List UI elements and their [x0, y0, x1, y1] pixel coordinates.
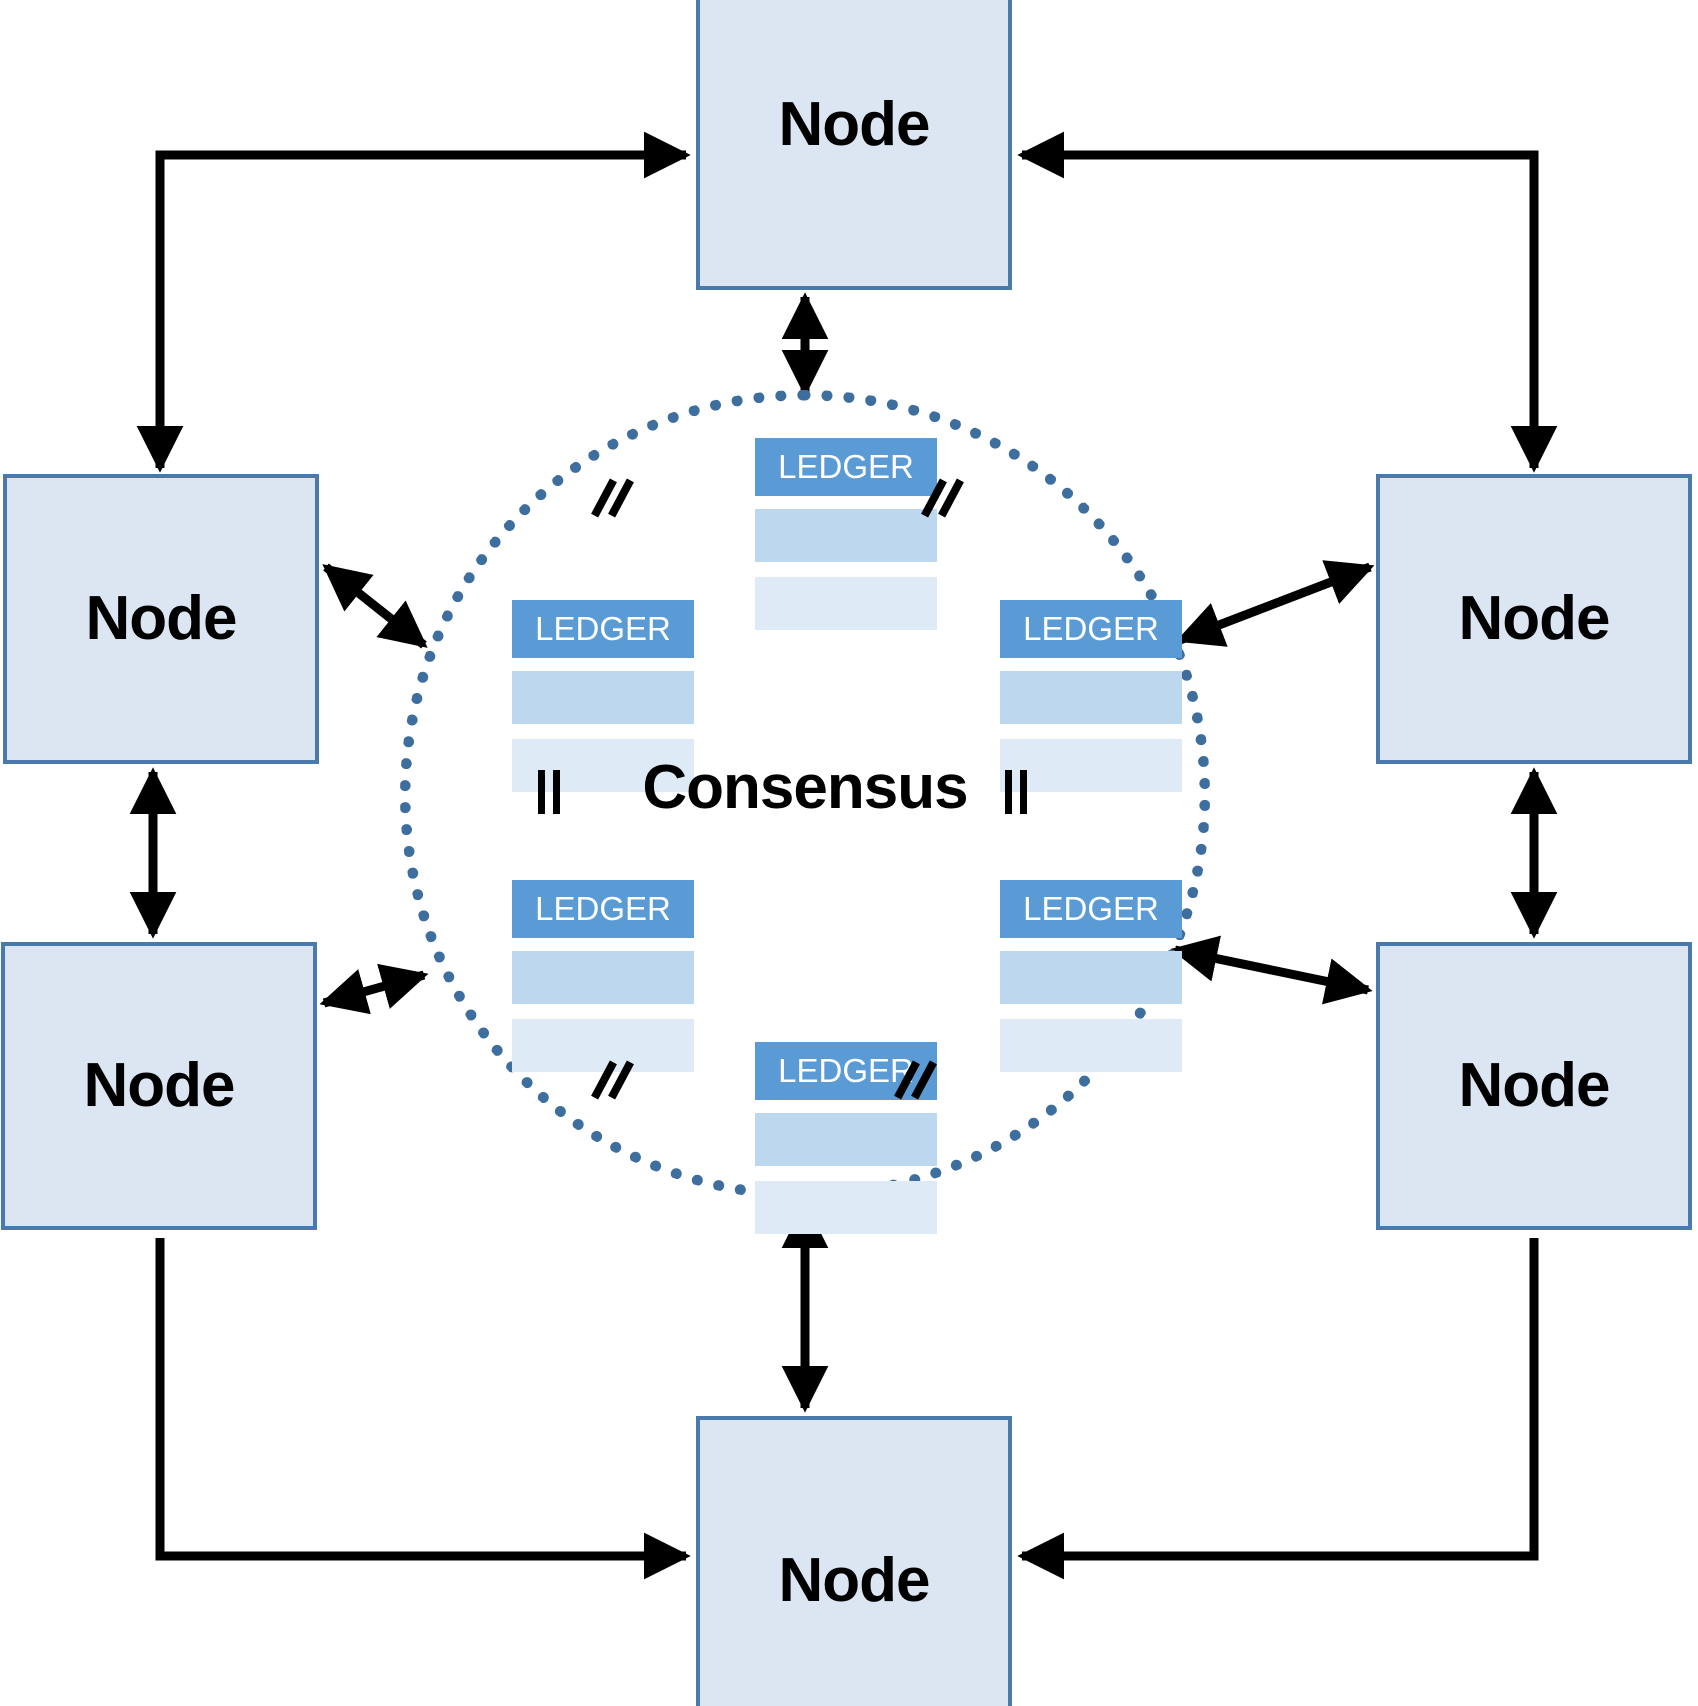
consensus-label: Consensus	[642, 753, 968, 822]
arrow-right-upper-to-consensus	[1175, 560, 1375, 647]
arrow-right-lower-to-bottom	[1017, 1238, 1539, 1580]
ledger-card-lower-left[interactable]: LEDGER	[512, 880, 694, 1072]
node-label: Node	[85, 584, 238, 653]
equals-mark-icon-top-right	[921, 478, 970, 518]
node-label: Node	[778, 1546, 931, 1615]
ledger-row-low	[1000, 739, 1182, 792]
ledger-row-mid	[755, 1113, 937, 1166]
node-box-bottom[interactable]: Node	[696, 1416, 1012, 1706]
ledger-header: LEDGER	[755, 438, 937, 496]
ledger-row-low	[1000, 1019, 1182, 1072]
arrow-left-upper-to-top	[136, 131, 691, 473]
equals-mark-icon-middle-right	[1005, 770, 1045, 814]
arrow-right-lower-to-consensus	[1170, 935, 1373, 1005]
ledger-row-mid	[512, 951, 694, 1004]
ledger-row-low	[755, 1181, 937, 1234]
ledger-row-mid	[1000, 951, 1182, 1004]
node-box-top[interactable]: Node	[696, 0, 1012, 290]
ledger-row-mid	[512, 671, 694, 724]
node-box-left-lower[interactable]: Node	[1, 942, 317, 1230]
node-box-right-lower[interactable]: Node	[1376, 942, 1692, 1230]
ledger-card-lower-right[interactable]: LEDGER	[1000, 880, 1182, 1072]
arrow-left-lower-to-consensus	[319, 963, 429, 1015]
ledger-row-mid	[1000, 671, 1182, 724]
ledger-header: LEDGER	[512, 600, 694, 658]
ledger-header: LEDGER	[512, 880, 694, 938]
ledger-header: LEDGER	[1000, 880, 1182, 938]
node-label: Node	[778, 90, 931, 159]
ledger-card-upper-right[interactable]: LEDGER	[1000, 600, 1182, 792]
node-label: Node	[83, 1051, 236, 1120]
arrow-left-lower-to-bottom	[155, 1238, 691, 1580]
ledger-header: LEDGER	[1000, 600, 1182, 658]
arrow-left-upper-to-consensus	[322, 563, 428, 649]
ledger-card-bottom-center[interactable]: LEDGER	[755, 1042, 937, 1234]
node-label: Node	[1458, 584, 1611, 653]
arrow-right-upper-to-top	[1017, 131, 1558, 473]
ledger-row-low	[512, 1019, 694, 1072]
node-label: Node	[1458, 1051, 1611, 1120]
node-box-left-upper[interactable]: Node	[3, 474, 319, 764]
ledger-row-mid	[755, 509, 937, 562]
ledger-card-top-center[interactable]: LEDGER	[755, 438, 937, 630]
node-box-right-upper[interactable]: Node	[1376, 474, 1692, 764]
ledger-row-low	[755, 577, 937, 630]
equals-mark-icon-top-left	[591, 478, 640, 518]
equals-mark-icon-bottom-right	[894, 1060, 943, 1100]
equals-mark-icon-middle-left	[538, 770, 578, 814]
equals-mark-icon-bottom-left	[591, 1060, 640, 1100]
